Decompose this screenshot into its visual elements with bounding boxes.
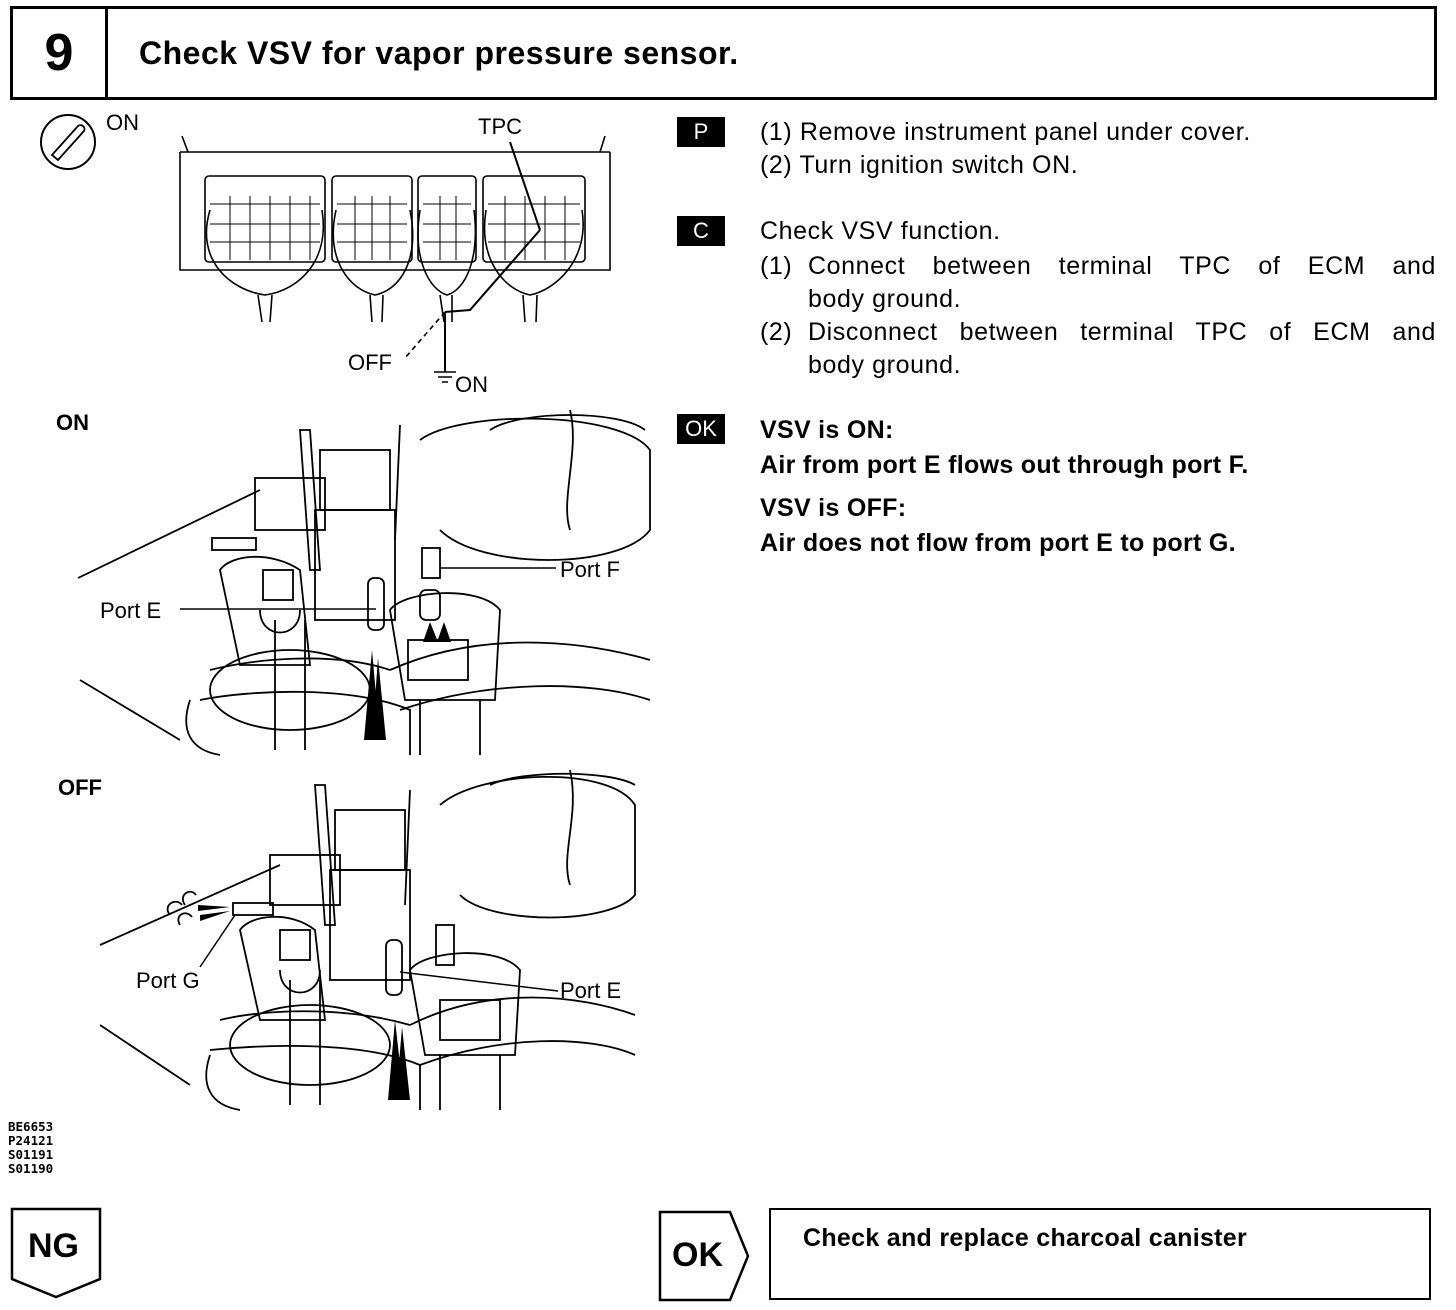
vsv-on-title: VSV is ON: xyxy=(760,416,894,444)
ecm-connector-icon xyxy=(179,135,611,323)
step-title: Check VSV for vapor pressure sensor. xyxy=(139,35,739,71)
figure-code: S01191 xyxy=(8,1147,54,1162)
figure-code: BE6653 xyxy=(8,1119,54,1134)
vsv-on-label: ON xyxy=(56,410,89,435)
vsv-off-title: VSV is OFF: xyxy=(760,494,907,522)
vsv-off-figure xyxy=(99,769,636,1111)
port-e-label-off: Port E xyxy=(560,978,622,1003)
ok-badge: OK xyxy=(677,414,725,444)
ok-result-tag: OK xyxy=(658,1210,750,1302)
port-f-label-on: Port F xyxy=(560,557,620,582)
prep-badge: P xyxy=(677,117,725,147)
check-step-2-num: (2) xyxy=(760,318,793,346)
step-header: 9 Check VSV for vapor pressure sensor. xyxy=(10,6,1437,100)
vsv-on-result: Air from port E flows out through port F… xyxy=(760,451,1249,479)
ok-action-text: Check and replace charcoal canister xyxy=(803,1224,1248,1252)
check-step-2-line-1: Disconnect between terminal TPC of ECM a… xyxy=(808,318,1436,346)
switch-off-label: OFF xyxy=(348,350,392,375)
ecm-connector-figure xyxy=(40,114,611,383)
figure-code: P24121 xyxy=(8,1133,54,1148)
ignition-on-label: ON xyxy=(106,110,139,135)
vsv-off-result: Air does not flow from port E to port G. xyxy=(760,529,1236,557)
vsv-off-label: OFF xyxy=(58,775,102,800)
prep-step-2: (2) Turn ignition switch ON. xyxy=(760,151,1079,179)
ok-label: OK xyxy=(672,1236,723,1274)
vsv-on-figure xyxy=(77,410,651,756)
check-step-2-line-2: body ground. xyxy=(808,351,962,379)
ng-label: NG xyxy=(28,1227,79,1265)
prep-step-1: (1) Remove instrument panel under cover. xyxy=(760,118,1251,146)
figure-code: S01190 xyxy=(8,1161,54,1176)
port-e-label-on: Port E xyxy=(100,598,162,623)
tpc-lead-wire xyxy=(404,141,541,383)
check-badge: C xyxy=(677,216,725,246)
step-number: 9 xyxy=(13,9,108,97)
ignition-switch-icon xyxy=(40,114,96,170)
airflow-arrows-icon xyxy=(198,905,410,1100)
check-step-1-line-1: Connect between terminal TPC of ECM and xyxy=(808,252,1436,280)
check-step-1-num: (1) xyxy=(760,252,793,280)
check-step-1-line-2: body ground. xyxy=(808,285,962,313)
ng-result-tag: NG xyxy=(10,1207,102,1299)
tpc-terminal-label: TPC xyxy=(478,114,522,139)
check-title: Check VSV function. xyxy=(760,217,1001,245)
port-g-label-off: Port G xyxy=(136,968,200,993)
ok-action-box: Check and replace charcoal canister xyxy=(769,1208,1431,1300)
airflow-arrows-icon xyxy=(364,622,451,740)
figure-codes: BE6653 P24121 S01191 S01190 xyxy=(8,1120,53,1176)
switch-on-label: ON xyxy=(455,372,488,397)
